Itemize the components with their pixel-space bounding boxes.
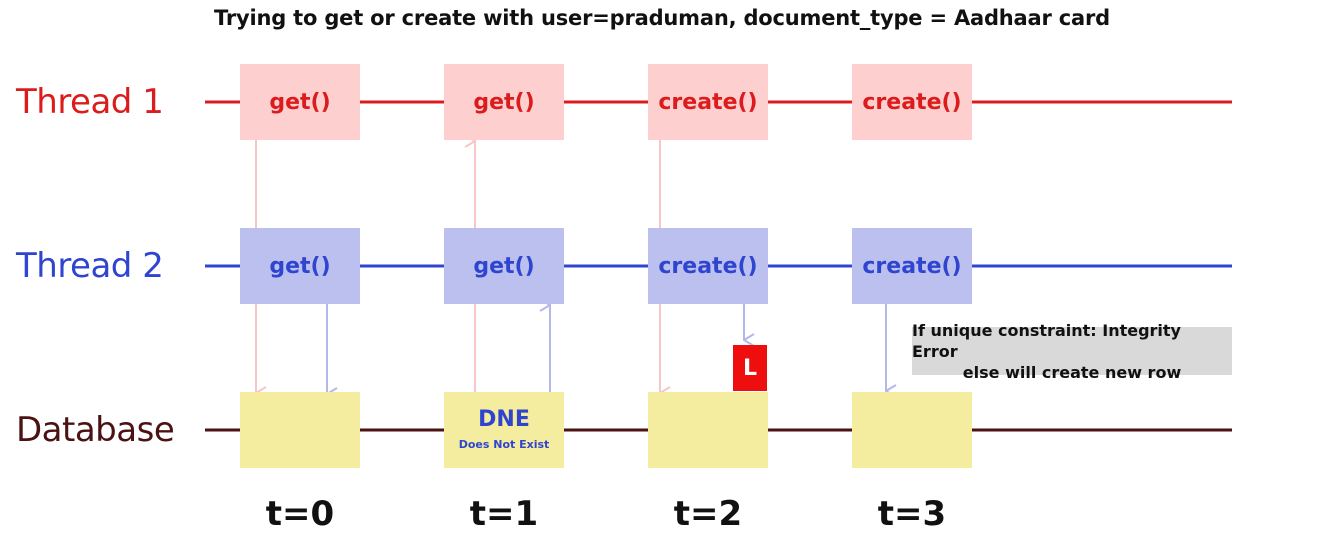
database-state-t1: DNE Does Not Exist [444, 392, 564, 468]
time-step-t3: t=3 [877, 494, 947, 534]
dne-label: DNE [478, 407, 530, 432]
thread2-op-t1: get() [444, 228, 564, 304]
thread2-op-t2: create() [648, 228, 768, 304]
thread1-op-t0: get() [240, 64, 360, 140]
thread1-op-t2: create() [648, 64, 768, 140]
dne-sublabel: Does Not Exist [458, 438, 550, 451]
note-line-2: else will create new row [962, 362, 1182, 382]
database-state-t0 [240, 392, 360, 468]
database-label: Database [16, 410, 175, 450]
lock-badge: L [733, 345, 767, 391]
diagram-title: Trying to get or create with user=pradum… [214, 6, 1110, 30]
thread2-op-t0: get() [240, 228, 360, 304]
thread2-op-t3: create() [852, 228, 972, 304]
thread1-label: Thread 1 [16, 82, 164, 122]
thread1-op-t3: create() [852, 64, 972, 140]
thread1-op-t1: get() [444, 64, 564, 140]
database-state-t3 [852, 392, 972, 468]
integrity-note: If unique constraint: Integrity Error el… [912, 321, 1232, 382]
note-line-1: If unique constraint: Integrity Error [912, 320, 1181, 361]
time-step-t2: t=2 [673, 494, 743, 534]
time-step-t0: t=0 [265, 494, 335, 534]
thread2-label: Thread 2 [16, 246, 164, 286]
time-step-t1: t=1 [469, 494, 539, 534]
database-state-t2 [648, 392, 768, 468]
